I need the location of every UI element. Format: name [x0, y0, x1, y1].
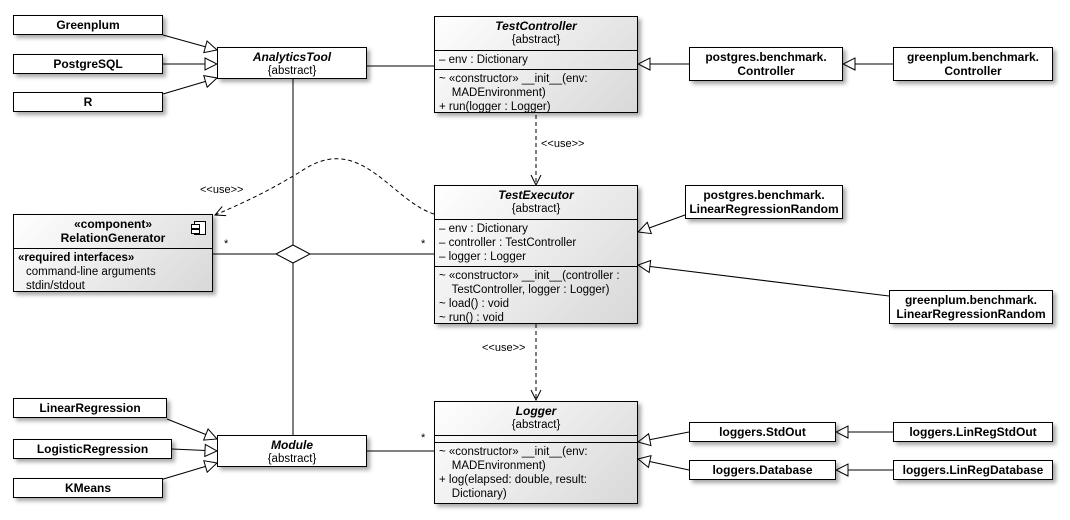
- loggers-linregstdout-class[interactable]: loggers.LinRegStdOut: [893, 422, 1053, 442]
- logger-op: Dictionary): [439, 488, 507, 500]
- logger-attributes: [435, 436, 637, 443]
- logger-stereotype: {abstract}: [511, 419, 561, 431]
- testexecutor-attr: – logger : Logger: [439, 251, 526, 263]
- testexecutor-op: TestController, logger : Logger): [439, 284, 610, 296]
- testcontroller-header: TestController {abstract}: [435, 17, 637, 51]
- logger-op: ~ «constructor» __init__(env:: [439, 446, 588, 458]
- relationgenerator-interfaces: «required interfaces» command-line argum…: [14, 249, 212, 295]
- testexecutor-attr: – controller : TestController: [439, 237, 577, 249]
- edge-r-analyticstool: [162, 78, 217, 95]
- edge-logisticregression-module: [171, 449, 217, 451]
- testcontroller-class-name: TestController: [495, 19, 577, 33]
- logger-header: Logger {abstract}: [435, 402, 637, 436]
- loggers-stdout-class[interactable]: loggers.StdOut: [689, 422, 836, 442]
- testexecutor-attributes: – env : Dictionary – controller : TestCo…: [435, 220, 637, 267]
- multiplicity-relationgenerator: *: [224, 238, 229, 250]
- edge-testexecutor-use-relationgenerator: [215, 158, 435, 215]
- relationgenerator-name: RelationGenerator: [60, 231, 166, 245]
- testexecutor-operations: ~ «constructor» __init__(controller : Te…: [435, 267, 637, 327]
- required-interfaces-label: «required interfaces»: [18, 252, 135, 264]
- testexecutor-op: ~ load() : void: [439, 298, 509, 310]
- logger-class[interactable]: Logger {abstract} ~ «constructor» __init…: [434, 401, 638, 504]
- analyticstool-stereotype: {abstract}: [267, 65, 317, 77]
- loggers-linregstdout-name: loggers.LinRegStdOut: [909, 425, 1037, 439]
- edge-database-logger: [638, 459, 690, 471]
- testcontroller-op: ~ «constructor» __init__(env:: [439, 73, 588, 85]
- r-class-name: R: [83, 95, 93, 109]
- greenplum-controller-line1: greenplum.benchmark.: [906, 50, 1040, 64]
- relationgenerator-stereotype: «component»: [73, 217, 152, 231]
- postgres-lrr-line1: postgres.benchmark.: [703, 188, 825, 202]
- logger-operations: ~ «constructor» __init__(env: MADEnviron…: [435, 443, 637, 503]
- postgresql-class-name: PostgreSQL: [53, 57, 123, 71]
- testexecutor-class[interactable]: TestExecutor {abstract} – env : Dictiona…: [434, 185, 638, 324]
- greenplum-lrr-line2: LinearRegressionRandom: [896, 307, 1046, 321]
- required-interface-item: stdin/stdout: [26, 280, 85, 292]
- module-class-name: Module: [271, 438, 313, 452]
- logger-op: MADEnvironment): [439, 460, 546, 472]
- greenplum-controller-line2: Controller: [944, 64, 1002, 78]
- logger-class-name: Logger: [515, 404, 557, 418]
- edge-greenplum-lrr-testexecutor: [638, 265, 890, 297]
- testcontroller-stereotype: {abstract}: [511, 34, 561, 46]
- required-interface-item: command-line arguments: [26, 266, 156, 278]
- testcontroller-operations: ~ «constructor» __init__(env: MADEnviron…: [435, 70, 637, 116]
- linearregression-class-name: LinearRegression: [39, 401, 141, 415]
- kmeans-class[interactable]: KMeans: [13, 478, 163, 498]
- logisticregression-class-name: LogisticRegression: [36, 442, 149, 456]
- testcontroller-op: + run(logger : Logger): [439, 101, 551, 113]
- testcontroller-class[interactable]: TestController {abstract} – env : Dictio…: [434, 16, 638, 113]
- relationgenerator-header: «component» RelationGenerator: [14, 215, 212, 249]
- analyticstool-class[interactable]: AnalyticsTool {abstract}: [217, 47, 367, 79]
- loggers-linregdatabase-class[interactable]: loggers.LinRegDatabase: [893, 460, 1053, 480]
- postgresql-class[interactable]: PostgreSQL: [13, 54, 163, 74]
- component-icon: [191, 221, 206, 235]
- edge-stdout-logger: [638, 431, 690, 442]
- use-label-executor-relationgenerator: <<use>>: [200, 184, 244, 196]
- postgres-controller-line1: postgres.benchmark.: [705, 50, 827, 64]
- logger-op: + log(elapsed: double, result:: [439, 474, 588, 486]
- greenplum-benchmark-controller-class[interactable]: greenplum.benchmark. Controller: [893, 47, 1053, 81]
- module-stereotype: {abstract}: [267, 453, 317, 465]
- postgres-controller-line2: Controller: [737, 64, 795, 78]
- use-label-executor-logger: <<use>>: [482, 342, 526, 354]
- greenplum-class-name: Greenplum: [56, 18, 120, 32]
- module-class[interactable]: Module {abstract}: [217, 435, 367, 467]
- loggers-database-name: loggers.Database: [712, 463, 813, 477]
- loggers-database-class[interactable]: loggers.Database: [689, 460, 836, 480]
- testcontroller-attributes: – env : Dictionary: [435, 51, 637, 70]
- testexecutor-op: ~ «constructor» __init__(controller :: [439, 270, 620, 282]
- relationgenerator-component[interactable]: «component» RelationGenerator «required …: [13, 214, 213, 292]
- association-diamond: [274, 244, 312, 264]
- greenplum-lrr-line1: greenplum.benchmark.: [904, 293, 1038, 307]
- edge-postgres-lrr-testexecutor: [638, 214, 686, 232]
- greenplum-class[interactable]: Greenplum: [13, 15, 163, 35]
- edge-linearregression-module: [166, 418, 217, 439]
- postgres-benchmark-lrr-class[interactable]: postgres.benchmark. LinearRegressionRand…: [685, 185, 843, 219]
- greenplum-benchmark-lrr-class[interactable]: greenplum.benchmark. LinearRegressionRan…: [889, 290, 1053, 324]
- analyticstool-class-name: AnalyticsTool: [252, 50, 332, 64]
- testexecutor-op: ~ run() : void: [439, 312, 504, 324]
- r-class[interactable]: R: [13, 92, 163, 112]
- multiplicity-testexecutor: *: [421, 238, 426, 250]
- testexecutor-attr: – env : Dictionary: [439, 223, 528, 235]
- testexecutor-header: TestExecutor {abstract}: [435, 186, 637, 220]
- kmeans-class-name: KMeans: [64, 481, 111, 495]
- testexecutor-class-name: TestExecutor: [498, 188, 574, 202]
- linearregression-class[interactable]: LinearRegression: [13, 398, 167, 418]
- use-label-controller-executor: <<use>>: [541, 138, 585, 150]
- edge-greenplum-analyticstool: [162, 34, 217, 50]
- loggers-linregdatabase-name: loggers.LinRegDatabase: [902, 463, 1044, 477]
- testcontroller-op: MADEnvironment): [439, 87, 546, 99]
- postgres-benchmark-controller-class[interactable]: postgres.benchmark. Controller: [689, 47, 843, 81]
- postgres-lrr-line2: LinearRegressionRandom: [689, 202, 839, 216]
- multiplicity-logger: *: [421, 432, 426, 444]
- testexecutor-stereotype: {abstract}: [511, 203, 561, 215]
- logisticregression-class[interactable]: LogisticRegression: [13, 439, 172, 459]
- testcontroller-attr: – env : Dictionary: [439, 54, 528, 66]
- loggers-stdout-name: loggers.StdOut: [719, 425, 806, 439]
